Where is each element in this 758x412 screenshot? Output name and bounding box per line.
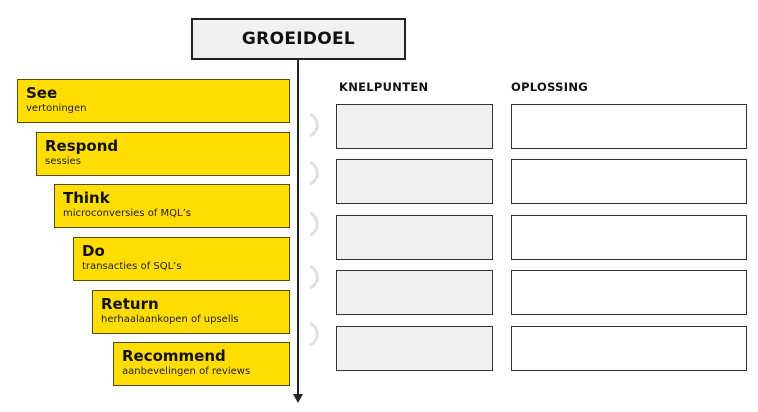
stage-title: Think (63, 189, 110, 207)
stage-title: See (26, 84, 58, 102)
oplossing-cell[interactable] (511, 326, 747, 371)
stage-subtitle: vertoningen (26, 103, 87, 114)
connector-arc-icon (309, 160, 319, 186)
connector-arc-icon (309, 321, 319, 347)
knelpunten-cell[interactable] (336, 270, 493, 315)
knelpunten-cell[interactable] (336, 104, 493, 149)
stage-do: Do transacties of SQL’s (73, 237, 290, 281)
stage-respond: Respond sessies (36, 132, 290, 176)
column-header-knelpunten: KNELPUNTEN (339, 80, 429, 94)
connector-arc-icon (309, 112, 319, 138)
axis-arrow-down-icon (293, 394, 303, 403)
connector-arc-icon (309, 264, 319, 290)
stage-subtitle: herhaalaankopen of upsells (101, 314, 239, 325)
stage-subtitle: aanbevelingen of reviews (122, 366, 251, 377)
stage-title: Do (82, 242, 105, 260)
knelpunten-cell[interactable] (336, 326, 493, 371)
stage-title: Recommend (122, 347, 226, 365)
knelpunten-cell[interactable] (336, 215, 493, 260)
stage-title: Respond (45, 137, 119, 155)
oplossing-cell[interactable] (511, 270, 747, 315)
oplossing-cell[interactable] (511, 104, 747, 149)
vertical-axis-line (297, 60, 299, 396)
stage-subtitle: microconversies of MQL’s (63, 208, 191, 219)
stage-return: Return herhaalaankopen of upsells (92, 290, 290, 334)
oplossing-cell[interactable] (511, 215, 747, 260)
stage-see: See vertoningen (17, 79, 290, 123)
knelpunten-cell[interactable] (336, 159, 493, 204)
stage-recommend: Recommend aanbevelingen of reviews (113, 342, 290, 386)
stage-subtitle: sessies (45, 156, 81, 167)
stage-think: Think microconversies of MQL’s (54, 184, 290, 228)
stage-title: Return (101, 295, 159, 313)
stage-subtitle: transacties of SQL’s (82, 261, 182, 272)
oplossing-cell[interactable] (511, 159, 747, 204)
column-header-oplossing: OPLOSSING (511, 80, 588, 94)
goal-box: GROEIDOEL (191, 18, 406, 60)
connector-arc-icon (309, 211, 319, 237)
